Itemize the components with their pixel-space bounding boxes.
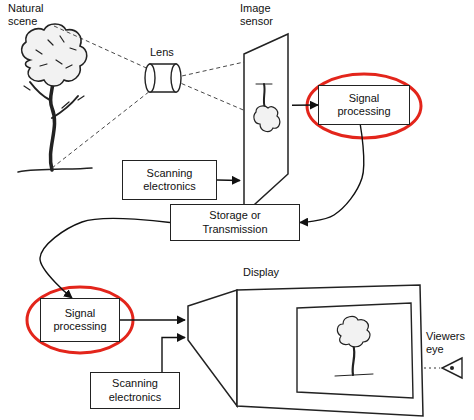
signal-arrow bbox=[217, 179, 240, 181]
screen bbox=[297, 303, 413, 398]
process-box: Signal processing bbox=[40, 298, 120, 342]
process-box: Signal processing bbox=[318, 85, 410, 125]
signal-arrow bbox=[292, 104, 318, 106]
sensor-plane bbox=[240, 2, 292, 217]
crt-neck bbox=[188, 290, 237, 406]
lens-symbol bbox=[145, 64, 181, 92]
box-label: Scanning electronics bbox=[132, 167, 208, 193]
image-sensor: Image sensor bbox=[240, 2, 292, 217]
box-label: Storage or Transmission bbox=[193, 209, 277, 235]
part-label: Lens bbox=[150, 46, 190, 59]
process-box: Storage or Transmission bbox=[170, 204, 300, 241]
highlight-ellipse bbox=[307, 74, 421, 138]
signal-arrow bbox=[40, 218, 170, 298]
signal-arrow bbox=[162, 337, 185, 372]
highlight-ellipse bbox=[27, 287, 133, 353]
signal-arrow bbox=[120, 319, 185, 320]
sensor-plane bbox=[244, 34, 288, 214]
box-label: Signal processing bbox=[329, 92, 399, 118]
tree-illustration bbox=[18, 24, 92, 172]
light-ray bbox=[52, 26, 262, 168]
monitor-drawing bbox=[185, 266, 425, 418]
eye-pupil bbox=[450, 366, 454, 370]
process-box: Scanning electronics bbox=[90, 372, 180, 409]
signal-arrow bbox=[300, 125, 364, 223]
inverted-image bbox=[254, 84, 280, 131]
box-label: Scanning electronics bbox=[97, 377, 173, 403]
eye-symbol bbox=[442, 358, 462, 378]
box-label: Signal processing bbox=[47, 307, 113, 333]
process-box: Scanning electronics bbox=[122, 160, 217, 200]
part-label: Viewers eye bbox=[426, 330, 470, 355]
screen-image bbox=[335, 317, 373, 376]
scene-label: Natural scene bbox=[8, 2, 56, 27]
display-monitor: Display bbox=[185, 266, 425, 418]
monitor-body bbox=[237, 285, 423, 416]
part-label: Display bbox=[243, 266, 279, 279]
part-label: Image sensor bbox=[240, 2, 292, 28]
